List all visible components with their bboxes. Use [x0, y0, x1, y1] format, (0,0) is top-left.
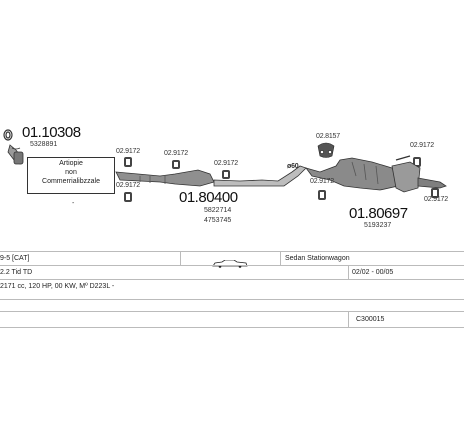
column-divider [280, 252, 281, 266]
clamp-right-top-icon [413, 157, 421, 167]
table-row: 9-5 [CAT] Sedan Stationwagon [0, 251, 464, 268]
column-divider [348, 312, 349, 328]
middle-part-oe-1: 5822714 [204, 207, 232, 214]
clamp-right-bottom-icon [431, 188, 439, 198]
clamp-left-top-label: 02.9172 [116, 148, 140, 155]
hanger-icon [317, 142, 335, 158]
clamp-left-bottom-label: 02.9172 [116, 182, 140, 189]
table-bottom-border [0, 327, 464, 328]
pipe-diameter-label: ø60 [287, 163, 299, 170]
clamp-right-top-label: 02.9172 [410, 142, 434, 149]
rear-part-oe: 5193237 [364, 222, 392, 229]
body-type-cell: Sedan Stationwagon [285, 255, 350, 262]
exhaust-diagram: 01.10308 5328891 Artiopie non Commerrial… [3, 124, 448, 229]
middle-part-number: 01.80400 [179, 189, 238, 206]
front-part-oe: 5328891 [30, 141, 58, 148]
front-part-number: 01.10308 [22, 124, 81, 141]
clamp-mid-a-label: 02.9172 [164, 150, 188, 157]
clamp-rear-left-label: 02.9172 [310, 178, 334, 185]
engine-variant-cell: 2.2 Tid TD [0, 269, 33, 276]
catalog-code-cell: C300015 [356, 316, 385, 323]
table-row: 2171 cc, 120 HP, 00 KW, Mº D223L - [0, 279, 464, 294]
note-line-3: Commerrialibzzale [42, 178, 100, 185]
date-range-cell: 02/02 - 00/05 [352, 269, 394, 276]
note-line-1: Artiopie [59, 160, 83, 167]
not-for-sale-note: Artiopie non Commerrialibzzale [27, 157, 115, 194]
middle-silencer-icon [115, 165, 307, 187]
note-line-2: non [65, 169, 77, 176]
clamp-left-bottom-icon [124, 192, 132, 202]
clamp-right-bottom-label: 02.9172 [424, 196, 448, 203]
exhaust-system-drawing [3, 129, 447, 202]
clamp-left-top-icon [124, 157, 132, 167]
table-row: C300015 [0, 311, 464, 328]
engine-spec-cell: 2171 cc, 120 HP, 00 KW, Mº D223L - [0, 283, 115, 290]
column-divider [348, 266, 349, 280]
clamp-rear-left-icon [318, 190, 326, 200]
rear-silencer-icon [304, 155, 447, 193]
table-row: 2.2 Tid TD 02/02 - 00/05 [0, 265, 464, 280]
front-gasket-icon [3, 129, 13, 141]
clamp-mid-a-icon [172, 160, 180, 169]
model-cell: 9-5 [CAT] [0, 255, 30, 262]
car-icon [212, 255, 248, 268]
clamp-mid-b-label: 02.9172 [214, 160, 238, 167]
hanger-label: 02.8157 [316, 133, 340, 140]
clamp-mid-b-icon [222, 170, 230, 179]
middle-part-oe-2: 4753745 [204, 217, 232, 224]
column-divider [180, 252, 181, 266]
front-pipe-icon [7, 144, 24, 165]
dash-mark: - [72, 200, 75, 207]
rear-part-number: 01.80697 [349, 205, 408, 222]
table-row [0, 299, 464, 314]
